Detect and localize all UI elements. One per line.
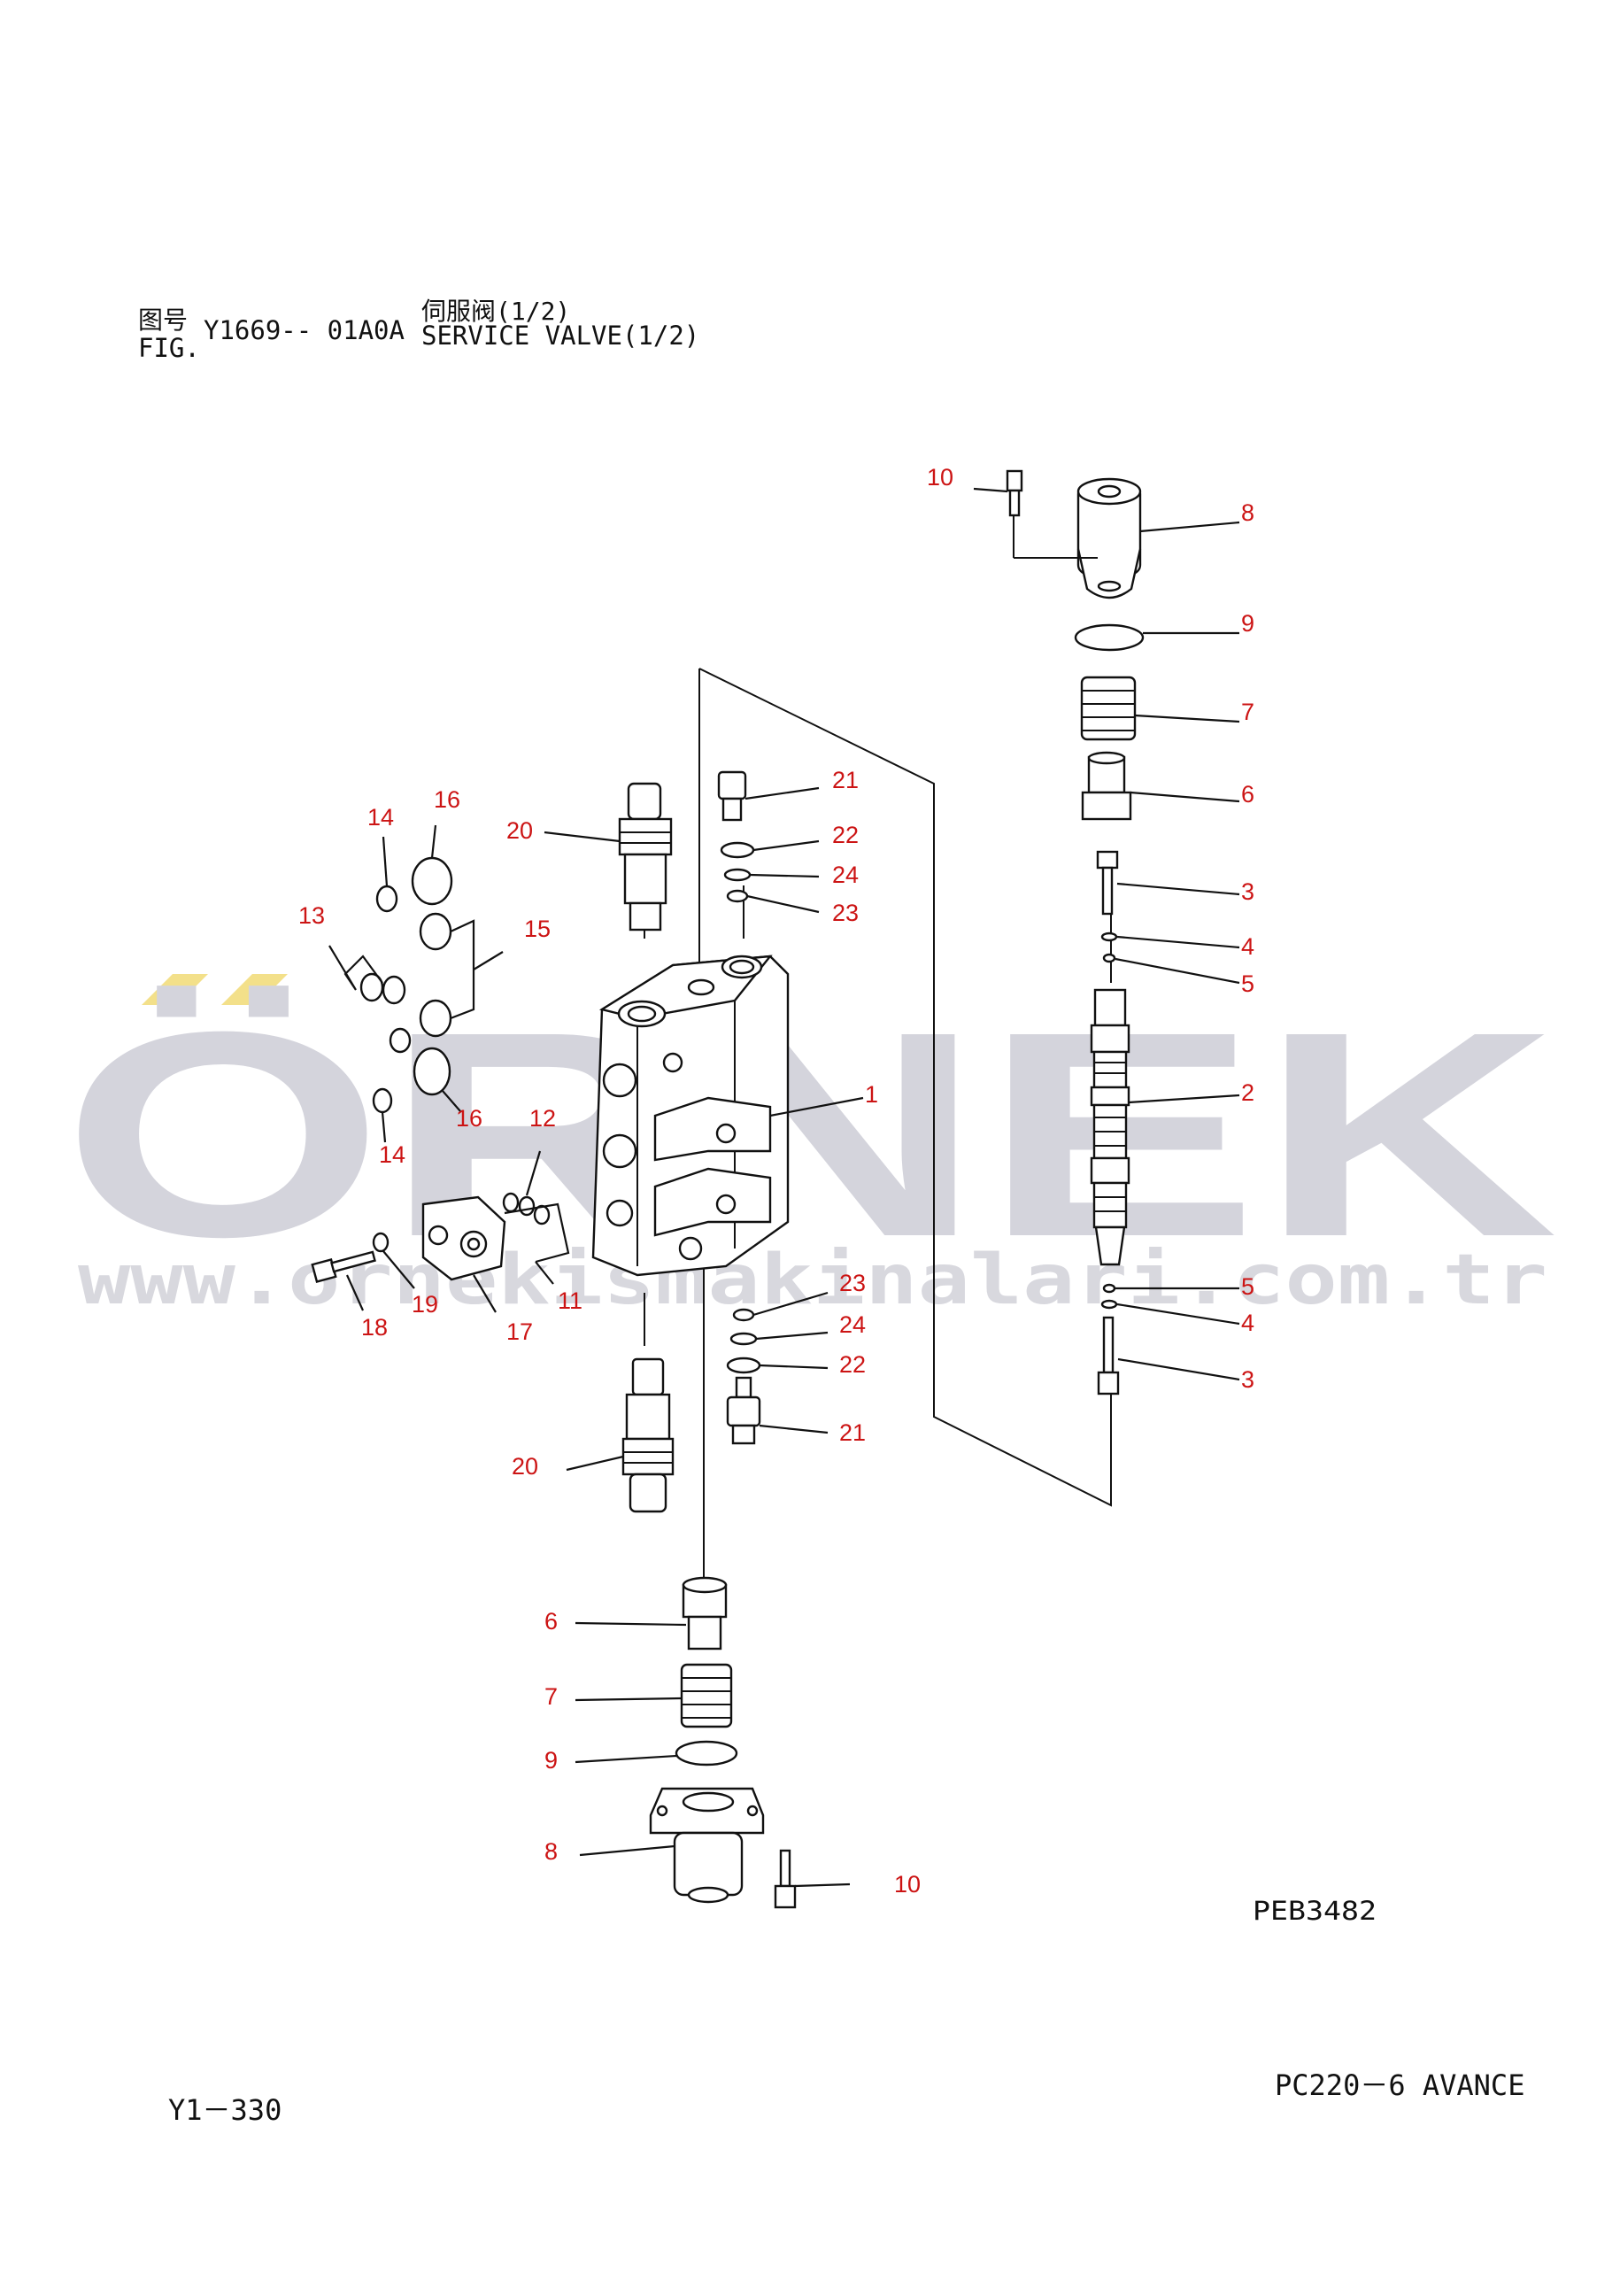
piston-bottom [1097, 1316, 1120, 1395]
callout-8-bottom: 8 [544, 1838, 558, 1865]
o-ring-22-top [720, 841, 755, 859]
o-ring-15-b [419, 999, 452, 1038]
valve-body [591, 955, 790, 1277]
page-number: Y1－330 [168, 2093, 282, 2127]
backup-ring-bottom [1100, 1299, 1118, 1310]
title-en: SERVICE VALVE(1/2) [421, 321, 700, 351]
o-ring-16-top [411, 856, 453, 906]
callout-14-top: 14 [367, 804, 394, 831]
callout-16-top: 16 [434, 786, 460, 813]
callout-7-bottom: 7 [544, 1683, 558, 1710]
piston-top [1096, 850, 1119, 916]
callout-14-bottom: 14 [379, 1141, 405, 1168]
callout-1: 1 [865, 1081, 878, 1108]
callout-20-bottom: 20 [512, 1453, 538, 1480]
o-ring-23-top [726, 889, 749, 903]
o-ring-22-bottom [726, 1357, 761, 1374]
callout-9-bottom: 9 [544, 1747, 558, 1774]
callout-21-top: 21 [832, 767, 859, 793]
watermark-accent-left [142, 974, 208, 1005]
callout-17: 17 [506, 1318, 533, 1345]
callout-10-bottom: 10 [894, 1871, 921, 1898]
cap-top [1013, 477, 1142, 599]
drawing-code: PEB3482 [1253, 1896, 1377, 1926]
plug-bottom [726, 1376, 761, 1445]
o-ring-15-a [419, 912, 452, 951]
o-ring-13-a [359, 972, 384, 1002]
fig-label-cn: 图号 [138, 305, 189, 335]
leader-lines [328, 487, 1240, 1888]
spool [1090, 988, 1130, 1266]
callout-10-top: 10 [927, 464, 953, 491]
o-ring-top [1074, 623, 1145, 652]
callout-24-top: 24 [832, 862, 859, 888]
side-block [421, 1195, 506, 1281]
o-ring-14-top [375, 885, 398, 913]
o-ring-24-bottom [729, 1332, 758, 1346]
callout-12: 12 [529, 1105, 556, 1132]
callout-labels: 10 8 9 7 6 3 4 5 2 5 4 3 21 22 24 23 20 … [298, 464, 1254, 1898]
backup-ring-top [1100, 932, 1118, 942]
retainer-bottom [682, 1576, 728, 1650]
o-ring-16-bottom [413, 1047, 451, 1096]
callout-2: 2 [1241, 1079, 1254, 1106]
callout-16-bottom: 16 [456, 1105, 482, 1132]
bolt-side [311, 1250, 376, 1283]
relief-valve-top [618, 782, 673, 932]
callout-8-top: 8 [1241, 499, 1254, 526]
callout-19: 19 [412, 1291, 438, 1318]
o-ring-14-bottom [372, 1087, 393, 1114]
callout-13: 13 [298, 902, 325, 929]
o-ring-24-top [723, 868, 752, 882]
callout-23-bottom: 23 [839, 1270, 866, 1296]
callout-23-top: 23 [832, 900, 859, 926]
spring-top [1080, 676, 1137, 741]
callout-21-bottom: 21 [839, 1419, 866, 1446]
cap-bottom [649, 1787, 765, 1904]
fig-label-en: FIG. [138, 333, 200, 363]
o-ring-small-top [1102, 953, 1116, 963]
callout-4-bottom: 4 [1241, 1310, 1254, 1336]
callout-18: 18 [361, 1314, 388, 1341]
retainer-top [1081, 751, 1132, 821]
callout-22-bottom: 22 [839, 1351, 866, 1378]
watermark-url: www.ornekismakinalari.com.tr [78, 1241, 1547, 1320]
o-rings-12 [502, 1192, 551, 1225]
callout-4-top: 4 [1241, 933, 1254, 960]
callout-9-top: 9 [1241, 610, 1254, 637]
washer-side [372, 1232, 390, 1253]
callout-24-bottom: 24 [839, 1311, 866, 1338]
callout-5-bottom: 5 [1241, 1273, 1254, 1300]
callout-20-top: 20 [506, 817, 533, 844]
o-ring-bottom [675, 1740, 738, 1766]
spring-bottom [680, 1663, 733, 1728]
callout-15: 15 [524, 916, 551, 942]
watermark-accent-right [221, 974, 288, 1005]
plug-top [717, 770, 747, 822]
bolt-bottom [774, 1849, 797, 1909]
callout-7-top: 7 [1241, 699, 1254, 725]
o-ring-23-bottom [732, 1308, 755, 1322]
model-name: PC220－6 AVANCE [1275, 2068, 1525, 2102]
relief-valve-bottom [621, 1357, 675, 1513]
o-ring-small-bottom [1102, 1283, 1116, 1294]
callout-5-top: 5 [1241, 970, 1254, 997]
callout-6-bottom: 6 [544, 1608, 558, 1635]
title-cn: 伺服阀(1/2) [421, 297, 571, 326]
o-ring-13-c [389, 1027, 412, 1054]
watermark-brand: ÖRNEK [62, 970, 1558, 1297]
bolt-top [1006, 469, 1023, 517]
o-ring-13-b [382, 975, 406, 1005]
callout-3-top: 3 [1241, 878, 1254, 905]
callout-6-top: 6 [1241, 781, 1254, 808]
callout-11: 11 [558, 1287, 582, 1314]
watermark: ÖRNEK www.ornekismakinalari.com.tr [62, 970, 1558, 1320]
callout-3-bottom: 3 [1241, 1366, 1254, 1393]
fig-number: Y1669-- 01A0A [204, 315, 405, 345]
callout-22-top: 22 [832, 822, 859, 848]
